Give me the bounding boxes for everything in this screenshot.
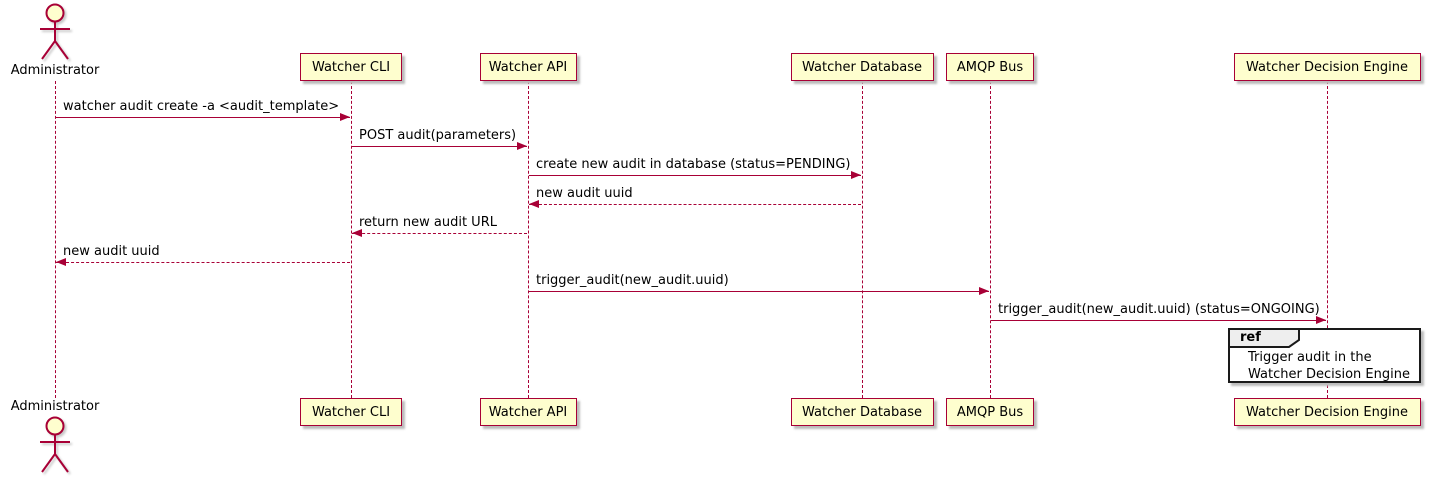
participant-bottom-amqp-bus: AMQP Bus [946, 398, 1034, 426]
message-arrowhead-icon-4 [529, 200, 539, 208]
message-line-3 [529, 175, 861, 176]
participant-top-watcher-database: Watcher Database [790, 53, 934, 81]
message-arrowhead-icon-2 [517, 142, 527, 150]
message-arrowhead-icon-1 [340, 113, 350, 121]
message-label-3: create new audit in database (status=PEN… [536, 157, 851, 172]
message-line-1 [56, 117, 350, 118]
actor-label-bottom: Administrator [10, 399, 100, 414]
message-arrowhead-icon-3 [851, 171, 861, 179]
ref-text-line: Watcher Decision Engine [1248, 367, 1410, 382]
participant-bottom-watcher-cli: Watcher CLI [300, 398, 402, 426]
actor-icon-bottom [23, 415, 87, 479]
message-line-5 [352, 233, 527, 234]
message-label-2: POST audit(parameters) [359, 128, 517, 143]
message-label-5: return new audit URL [359, 215, 497, 230]
participant-top-watcher-cli: Watcher CLI [300, 53, 402, 81]
message-label-1: watcher audit create -a <audit_template> [63, 99, 340, 114]
ref-tab-icon [1228, 328, 1300, 348]
message-line-6 [56, 262, 350, 263]
lifeline-watcher-decision-engine [1327, 81, 1328, 398]
message-line-8 [991, 320, 1326, 321]
message-label-6: new audit uuid [63, 244, 160, 259]
lifeline-administrator [55, 81, 56, 398]
message-arrowhead-icon-5 [352, 229, 362, 237]
message-label-4: new audit uuid [536, 186, 633, 201]
lifeline-amqp-bus [990, 81, 991, 398]
message-arrowhead-icon-7 [979, 287, 989, 295]
message-line-7 [529, 291, 989, 292]
participant-bottom-watcher-decision-engine: Watcher Decision Engine [1233, 398, 1421, 426]
message-line-2 [352, 146, 527, 147]
participant-bottom-watcher-api: Watcher API [479, 398, 577, 426]
participant-top-watcher-decision-engine: Watcher Decision Engine [1233, 53, 1421, 81]
message-arrowhead-icon-6 [56, 258, 66, 266]
message-label-7: trigger_audit(new_audit.uuid) [536, 273, 729, 288]
participant-top-amqp-bus: AMQP Bus [946, 53, 1034, 81]
participant-bottom-watcher-database: Watcher Database [790, 398, 934, 426]
message-line-4 [529, 204, 861, 205]
actor-icon-top [23, 2, 87, 66]
lifeline-watcher-database [862, 81, 863, 398]
ref-text-line: Trigger audit in the [1248, 350, 1372, 365]
lifeline-watcher-cli [351, 81, 352, 398]
message-label-8: trigger_audit(new_audit.uuid) (status=ON… [998, 302, 1320, 317]
actor-label-top: Administrator [10, 63, 100, 78]
participant-top-watcher-api: Watcher API [479, 53, 577, 81]
message-arrowhead-icon-8 [1316, 316, 1326, 324]
lifeline-watcher-api [528, 81, 529, 398]
ref-keyword: ref [1240, 330, 1261, 345]
